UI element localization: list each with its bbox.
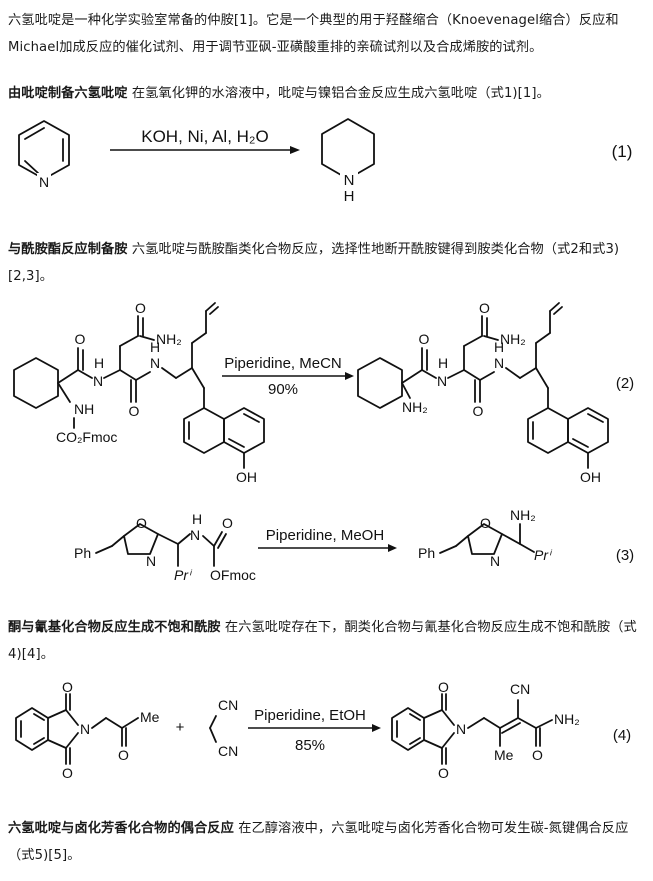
eq3-o-carb: O — [222, 515, 233, 531]
pyridine-structure: N — [18, 120, 70, 190]
eq4-reactant-malononitrile: CN CN — [209, 697, 238, 759]
eq2-nh2-right: NH₂ — [402, 399, 428, 415]
eq1-number: (1) — [612, 142, 633, 161]
eq2-o1: O — [75, 331, 86, 347]
eq4-number: (4) — [613, 727, 631, 744]
eq4-plus: + — [176, 719, 185, 736]
eq2-n-right2: N — [494, 355, 504, 371]
eq4-me-r: Me — [494, 747, 514, 763]
eq2-nh2-amide-left: NH₂ — [156, 331, 182, 347]
eq2-n-left2: N — [150, 355, 160, 371]
piperidine-h-label: H — [344, 188, 355, 205]
eq3-o-left: O — [136, 515, 147, 531]
eq2-oh-right: OH — [580, 469, 601, 485]
eq4-n-l: N — [80, 721, 90, 737]
section-1-body: 在氢氧化钾的水溶液中，吡啶与镍铝合金反应生成六氢吡啶（式1)[1]。 — [131, 86, 550, 101]
eq2-o5: O — [479, 300, 490, 316]
eq4-o-amide: O — [532, 747, 543, 763]
eq4-reagents: Piperidine, EtOH — [254, 707, 366, 724]
section-3-heading: 酮与氰基化合物反应生成不饱和酰胺 — [8, 620, 221, 635]
eq3-n-right: N — [490, 553, 500, 569]
eq2-product: O NH₂ N H O NH₂ O N H OH — [357, 300, 609, 485]
eq2-o3: O — [129, 403, 140, 419]
eq2-h-left2: H — [150, 339, 160, 355]
section-2-paragraph: 与酰胺酯反应制备胺 六氢吡啶与酰胺酯类化合物反应，选择性地断开酰胺键得到胺类化合… — [8, 236, 648, 290]
eq4-o-top-r: O — [438, 679, 449, 695]
section-3-body: 在六氢吡啶存在下，酮类化合物与氰基化合物反应生成不饱和酰胺（式4)[4]。 — [8, 620, 637, 662]
eq4-cn-r: CN — [510, 681, 530, 697]
eq4-o-bot-l: O — [62, 765, 73, 781]
eq3-product: Ph O N NH₂ Prⁱ — [418, 507, 553, 569]
section-1-paragraph: 由吡啶制备六氢吡啶 在氢氧化钾的水溶液中，吡啶与镍铝合金反应生成六氢吡啶（式1)… — [8, 80, 648, 107]
eq4-me-l: Me — [140, 709, 160, 725]
eq2-n-left: N — [93, 373, 103, 389]
section-2-heading: 与酰胺酯反应制备胺 — [8, 242, 128, 257]
equation-3: Ph O N N H O OFmoc Prⁱ Piperidine, MeOH … — [74, 507, 634, 583]
eq3-n-carb: N — [190, 527, 200, 543]
section-3-paragraph: 酮与氰基化合物反应生成不饱和酰胺 在六氢吡啶存在下，酮类化合物与氰基化合物反应生… — [8, 614, 648, 668]
piperidine-structure: N H — [321, 118, 375, 205]
eq2-o6: O — [473, 403, 484, 419]
eq3-ofmoc: OFmoc — [210, 567, 256, 583]
eq3-o-right: O — [480, 515, 491, 531]
eq4-n-r: N — [456, 721, 466, 737]
eq2-n-right: N — [437, 373, 447, 389]
intro-paragraph: 六氢吡啶是一种化学实验室常备的仲胺[1]。它是一个典型的用于羟醛缩合（Knoev… — [8, 7, 648, 61]
eq3-number: (3) — [616, 547, 634, 564]
eq2-o2: O — [135, 300, 146, 316]
eq2-oh-left: OH — [236, 469, 257, 485]
eq4-nh2-r: NH₂ — [554, 711, 580, 727]
eq2-h-right2: H — [494, 339, 504, 355]
section-4-paragraph: 六氢吡啶与卤化芳香化合物的偶合反应 在乙醇溶液中，六氢吡啶与卤化芳香化合物可发生… — [8, 815, 648, 869]
eq2-co2fmoc: CO₂Fmoc — [56, 429, 117, 445]
eq4-o-ketone: O — [118, 747, 129, 763]
equation-4: O O N Me O + CN CN Piperidine, EtOH 85% … — [15, 679, 631, 781]
eq4-cn-top: CN — [218, 697, 238, 713]
eq3-reactant: Ph O N N H O OFmoc Prⁱ — [74, 511, 256, 583]
eq3-n-left: N — [146, 553, 156, 569]
eq3-nh2-right: NH₂ — [510, 507, 536, 523]
eq2-nh2-amide-right: NH₂ — [500, 331, 526, 347]
eq2-nh-cbz: NH — [74, 401, 94, 417]
eq2-h-right: H — [438, 355, 448, 371]
section-4-body: 在乙醇溶液中，六氢吡啶与卤化芳香化合物可发生碳-氮键偶合反应（式5)[5]。 — [8, 821, 629, 863]
eq4-o-bot-r: O — [438, 765, 449, 781]
eq2-h-left: H — [94, 355, 104, 371]
equation-1: N KOH, Ni, Al, H₂O N H (1) — [18, 118, 633, 205]
eq4-reactant-phthalimide: O O N Me O — [15, 679, 160, 781]
eq3-reagents: Piperidine, MeOH — [266, 527, 384, 544]
eq2-o4: O — [419, 331, 430, 347]
eq4-cn-bot: CN — [218, 743, 238, 759]
eq3-ph-left: Ph — [74, 545, 91, 561]
section-1-heading: 由吡啶制备六氢吡啶 — [8, 86, 128, 101]
section-2-body: 六氢吡啶与酰胺酯类化合物反应，选择性地断开酰胺键得到胺类化合物（式2和式3)[2… — [8, 242, 620, 284]
eq3-pri-right: Prⁱ — [534, 547, 553, 563]
section-4-heading: 六氢吡啶与卤化芳香化合物的偶合反应 — [8, 821, 234, 836]
eq2-reagents: Piperidine, MeCN — [224, 355, 342, 372]
intro-text: 六氢吡啶是一种化学实验室常备的仲胺[1]。它是一个典型的用于羟醛缩合（Knoev… — [8, 13, 619, 55]
eq4-yield: 85% — [295, 737, 325, 754]
eq3-h-carb: H — [192, 511, 202, 527]
equation-2: O NH CO₂Fmoc N H O NH₂ O N H — [13, 300, 634, 485]
eq4-o-top-l: O — [62, 679, 73, 695]
eq3-ph-right: Ph — [418, 545, 435, 561]
eq2-number: (2) — [616, 375, 634, 392]
eq1-reagents: KOH, Ni, Al, H₂O — [141, 127, 269, 146]
pyridine-n-label: N — [39, 174, 49, 190]
eq2-reactant: O NH CO₂Fmoc N H O NH₂ O N H — [13, 300, 265, 485]
eq2-yield: 90% — [268, 381, 298, 398]
piperidine-n-label: N — [344, 172, 355, 189]
eq4-product: O O N CN Me NH₂ O — [391, 679, 580, 781]
eq3-pri-left: Prⁱ — [174, 567, 193, 583]
